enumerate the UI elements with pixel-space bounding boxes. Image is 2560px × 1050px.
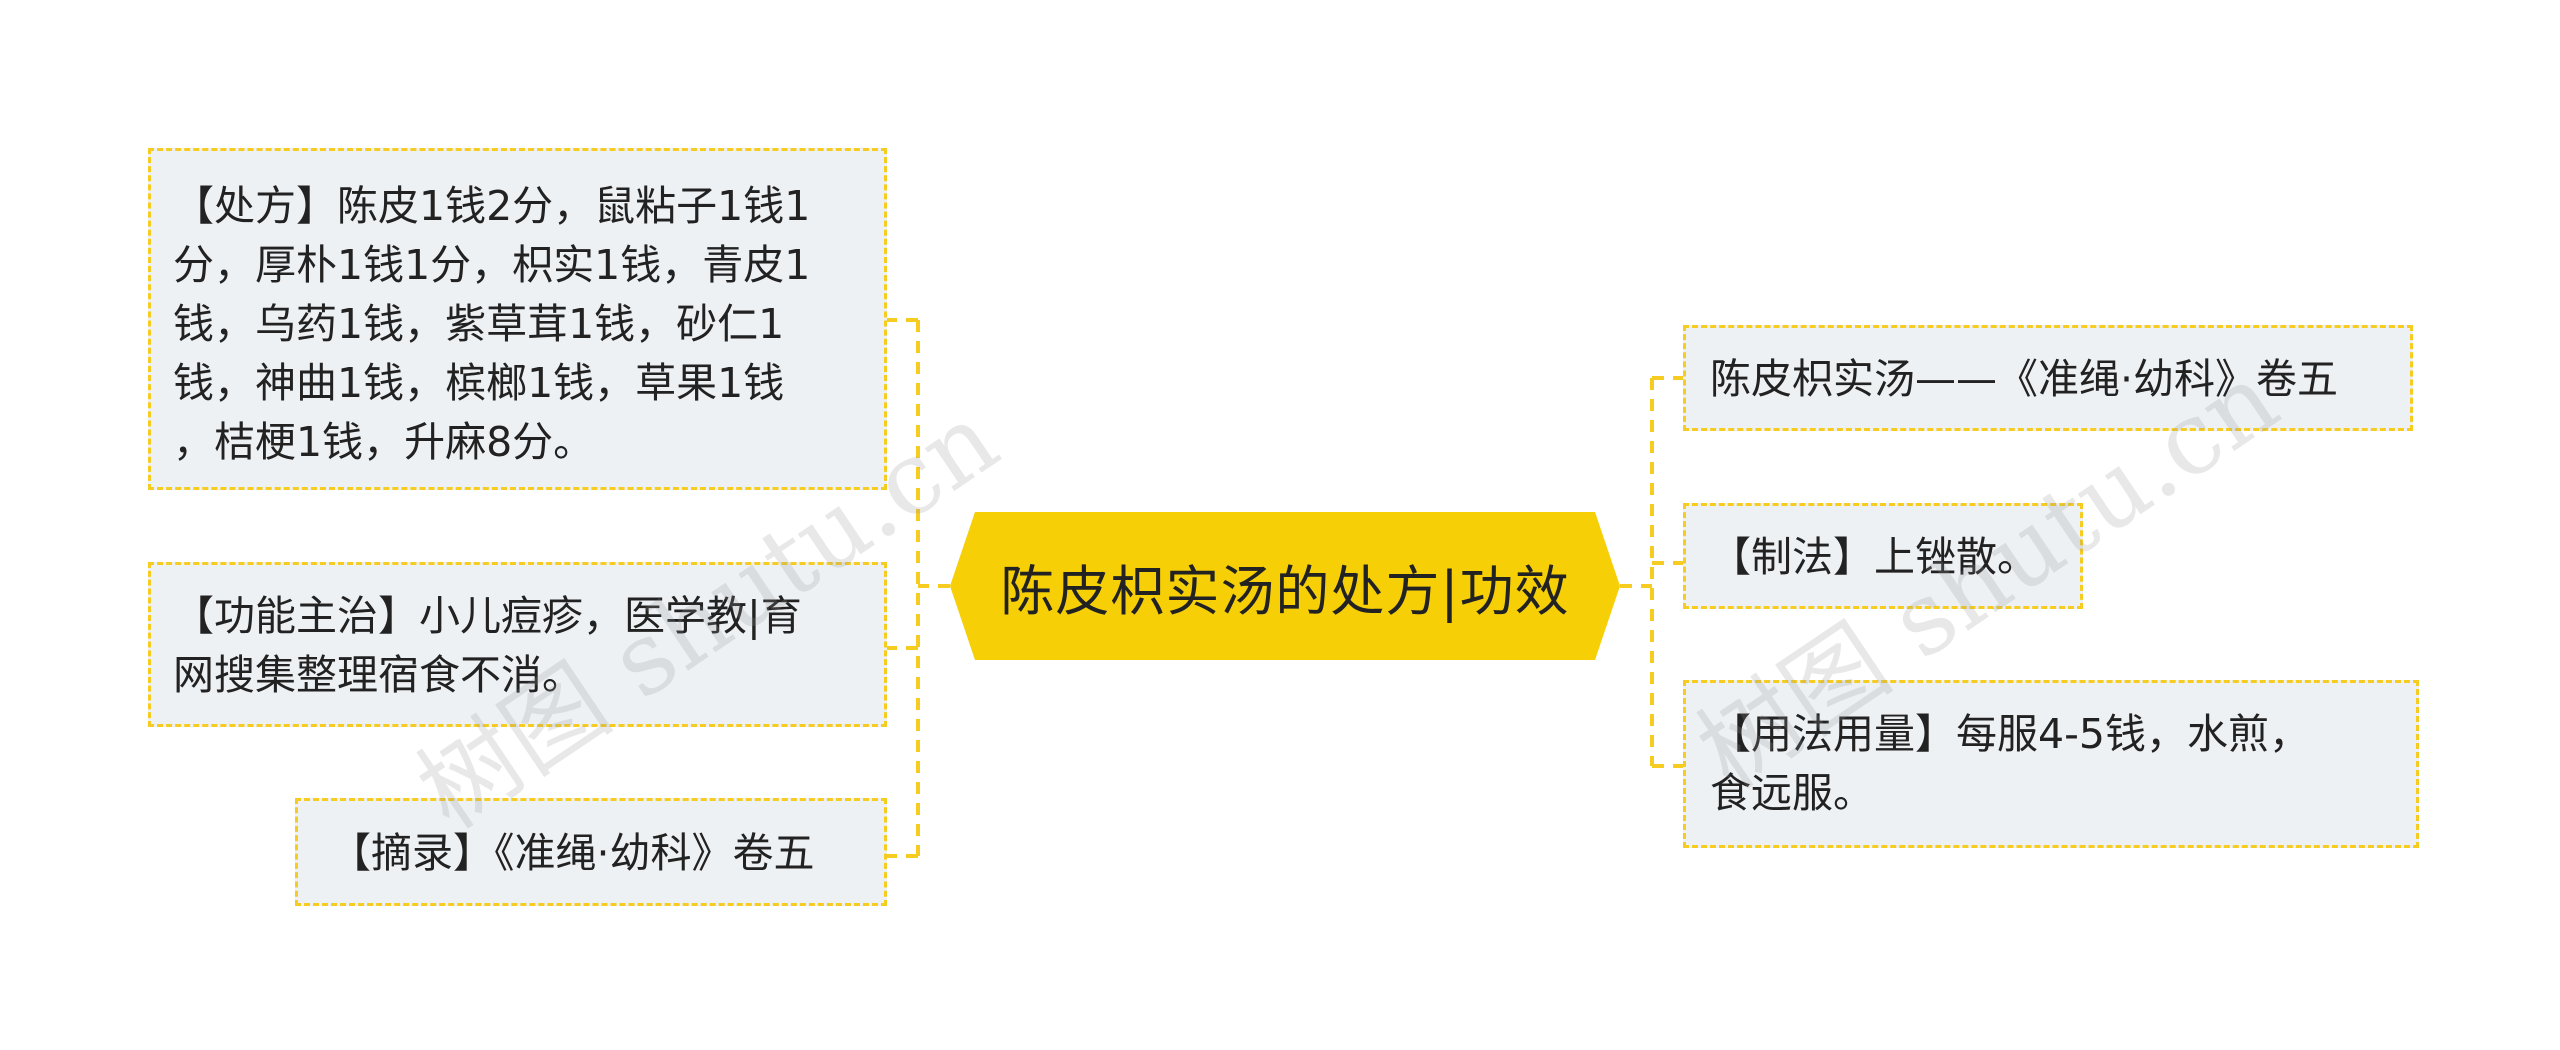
node-prescription-line-5: ，桔梗1钱，升麻8分。 (173, 418, 595, 466)
node-function-line-1: 【功能主治】小儿痘疹，医学教|育 (173, 592, 802, 640)
central-topic-label: 陈皮枳实汤的处方|功效 (1000, 559, 1570, 623)
node-function-line-2: 网搜集整理宿食不消。 (173, 651, 583, 699)
node-prescription-line-1: 【处方】陈皮1钱2分，鼠粘子1钱1 (173, 182, 811, 230)
node-usage[interactable]: 【用法用量】每服4-5钱，水煎， 食远服。 (1683, 680, 2419, 848)
node-excerpt[interactable]: 【摘录】《准绳·幼科》卷五 (295, 798, 887, 906)
node-usage-line-2: 食远服。 (1710, 769, 1874, 817)
node-preparation[interactable]: 【制法】上锉散。 (1683, 503, 2083, 609)
node-preparation-line-1: 【制法】上锉散。 (1710, 533, 2038, 581)
node-source[interactable]: 陈皮枳实汤——《准绳·幼科》卷五 (1683, 325, 2413, 431)
node-source-line-1: 陈皮枳实汤——《准绳·幼科》卷五 (1710, 355, 2339, 403)
node-prescription-line-3: 钱，乌药1钱，紫草茸1钱，砂仁1 (173, 300, 785, 348)
node-function[interactable]: 【功能主治】小儿痘疹，医学教|育 网搜集整理宿食不消。 (148, 562, 887, 727)
node-excerpt-line-1: 【摘录】《准绳·幼科》卷五 (330, 829, 815, 877)
node-prescription[interactable]: 【处方】陈皮1钱2分，鼠粘子1钱1 分，厚朴1钱1分，枳实1钱，青皮1 钱，乌药… (148, 148, 887, 490)
node-prescription-line-4: 钱，神曲1钱，槟榔1钱，草果1钱 (173, 359, 785, 407)
node-prescription-line-2: 分，厚朴1钱1分，枳实1钱，青皮1 (173, 241, 811, 289)
central-topic[interactable]: 陈皮枳实汤的处方|功效 (950, 512, 1620, 660)
node-usage-line-1: 【用法用量】每服4-5钱，水煎， (1710, 710, 2310, 758)
